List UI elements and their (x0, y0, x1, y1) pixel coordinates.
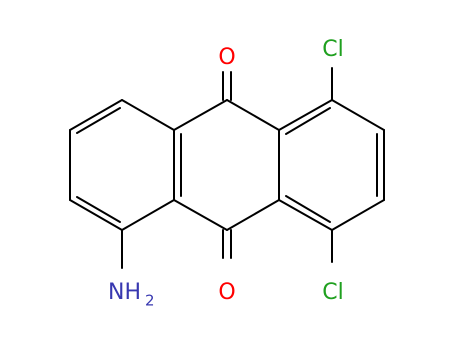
bond (285, 195, 331, 223)
atom-nitrogen-subscript: 2 (145, 292, 155, 310)
bond (331, 199, 385, 231)
bond (173, 99, 228, 131)
bond (331, 99, 385, 131)
bond (226, 99, 280, 131)
bond (226, 199, 280, 231)
bond-lines (69, 67, 385, 269)
bond (69, 99, 123, 131)
bond (69, 199, 123, 231)
bond (285, 107, 331, 135)
atom-oxygen-top: O (218, 45, 235, 70)
atom-oxygen-bottom: O (218, 280, 235, 305)
bond (278, 199, 333, 231)
bond (173, 199, 228, 231)
bond (121, 199, 175, 231)
bond (76, 196, 121, 223)
atom-amino-group: NH 2 (108, 280, 155, 310)
atom-nitrogen: NH (108, 280, 141, 305)
bond (121, 99, 175, 131)
atom-chlorine-top: Cl (322, 37, 343, 62)
bond (278, 99, 333, 131)
atom-chlorine-bottom: Cl (322, 280, 343, 305)
bond (76, 107, 121, 134)
